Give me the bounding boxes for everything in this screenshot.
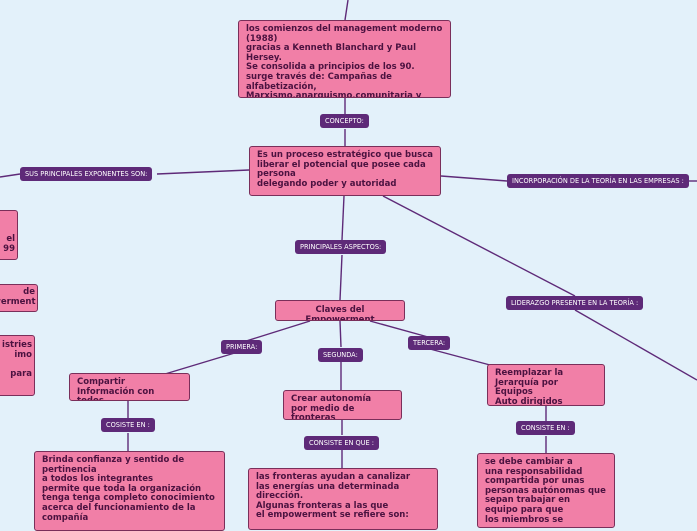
label-tercera[interactable]: TERCERA: (408, 336, 451, 350)
edge-liderazgo-onwards (574, 309, 697, 381)
label-incorporacion[interactable]: INCORPORACIÓN DE LA TEORÍA EN LAS EMPRES… (507, 174, 689, 188)
edge-primera-to-share (164, 351, 239, 375)
autonomy-node[interactable]: Crear autonomía por medio de fronteras (283, 390, 402, 420)
edge-definition-to-aspectos (341, 195, 345, 241)
edge-definition-to-liderazgo (382, 195, 576, 297)
share-detail-node[interactable]: Brinda confianza y sentido de pertinenci… (34, 451, 225, 531)
label-consiste-1[interactable]: COSISTE EN : (101, 418, 155, 432)
edge-aspectos-to-keys (339, 254, 343, 301)
label-exponentes[interactable]: SUS PRINCIPALES EXPONENTES SON: (20, 167, 153, 181)
label-segunda[interactable]: SEGUNDA: (318, 348, 363, 362)
edge-definition-to-exponentes (156, 169, 250, 175)
label-primera[interactable]: PRIMERA: (221, 340, 263, 354)
share-info-node[interactable]: Compartir Información con todos (69, 373, 190, 401)
left-node-exponent-3[interactable]: istries imo para (0, 335, 35, 396)
edge-keys-to-tercera (369, 320, 429, 338)
definition-node[interactable]: Es un proceso estratégico que busca libe… (249, 146, 441, 196)
connector-lines (0, 0, 697, 468)
label-consiste-2[interactable]: CONSISTE EN QUE : (304, 436, 380, 450)
edge-exponentes-left (0, 173, 21, 178)
autonomy-detail-node[interactable]: las fronteras ayudan a canalizar las ene… (248, 468, 438, 530)
label-liderazgo[interactable]: LIDERAZGO PRESENTE EN LA TEORÍA : (506, 296, 644, 310)
replace-hierarchy-node[interactable]: Reemplazar la Jerarquía por Equipos Auto… (487, 364, 605, 406)
label-aspectos[interactable]: PRINCIPALES ASPECTOS: (295, 240, 387, 254)
edge-top-to-origin (344, 0, 349, 21)
label-consiste-3[interactable]: CONSISTE EN : (516, 421, 575, 435)
left-node-exponent-2[interactable]: de werment (0, 284, 38, 312)
origin-node[interactable]: los comienzos del management moderno (19… (238, 20, 451, 98)
edge-tercera-to-replace (429, 348, 491, 366)
label-concepto[interactable]: CONCEPTO: (320, 114, 369, 128)
keys-node[interactable]: Claves del Empowerment (275, 300, 405, 321)
replace-detail-node[interactable]: se debe cambiar a una responsabilidad co… (477, 453, 615, 528)
left-node-exponent-1[interactable]: el 99 (0, 210, 18, 260)
edge-keys-to-primera (242, 320, 311, 343)
edge-definition-to-incorporacion (440, 175, 508, 182)
edge-keys-to-segunda (339, 320, 342, 348)
